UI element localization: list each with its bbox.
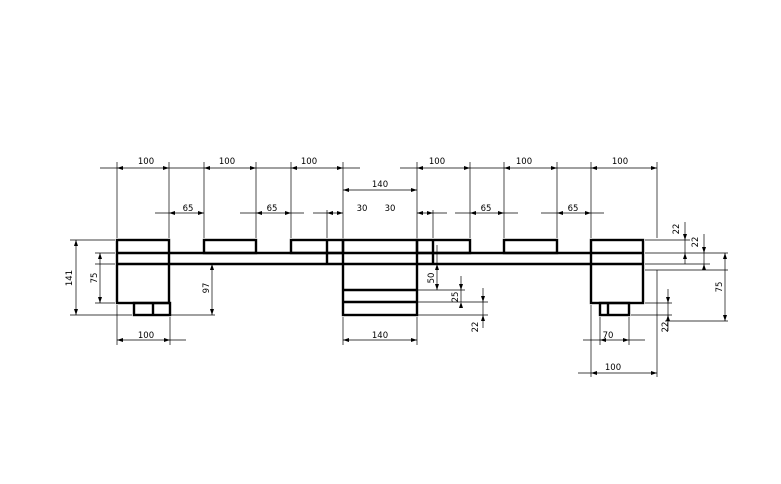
dimension-lines <box>75 167 726 374</box>
dim-right-22-second: 22 <box>691 237 701 248</box>
dim-bottom-140-center: 140 <box>372 331 388 341</box>
dim-right-22-bottom: 22 <box>661 322 671 333</box>
dim-bottom-100-left: 100 <box>138 331 154 341</box>
dim-bottom-100-right: 100 <box>605 363 621 373</box>
cleat-3 <box>289 238 345 255</box>
dim-inner-22-mid: 22 <box>471 322 481 333</box>
dim-gap-65-2: 65 <box>267 204 278 214</box>
dim-bottom-70-right: 70 <box>603 331 614 341</box>
dim-inner-97: 97 <box>202 283 212 294</box>
dim-top-100-1: 100 <box>138 157 154 167</box>
dim-left-141: 141 <box>65 270 75 286</box>
dim-gap-65-1: 65 <box>183 204 194 214</box>
dimension-labels: 100 100 100 100 100 100 140 65 65 30 30 … <box>65 157 725 373</box>
left-block <box>115 238 171 305</box>
dim-top-100-3: 100 <box>301 157 317 167</box>
cleat-4 <box>415 238 472 255</box>
dim-gap-65-4: 65 <box>568 204 579 214</box>
right-block <box>589 238 645 305</box>
dim-top-100-2: 100 <box>219 157 235 167</box>
dim-center-140: 140 <box>372 180 388 190</box>
object-lines <box>115 238 645 317</box>
dim-left-75: 75 <box>90 273 100 284</box>
dim-top-100-5: 100 <box>516 157 532 167</box>
dim-gap-30-2: 30 <box>385 204 396 214</box>
dim-inner-25: 25 <box>451 292 461 303</box>
cleat-2 <box>202 238 258 255</box>
dim-gap-65-3: 65 <box>481 204 492 214</box>
dim-top-100-6: 100 <box>612 157 628 167</box>
dim-top-100-4: 100 <box>429 157 445 167</box>
dim-right-22-top: 22 <box>672 224 682 235</box>
cleat-5 <box>502 238 559 255</box>
dim-gap-30-1: 30 <box>357 204 368 214</box>
dim-inner-50: 50 <box>427 273 437 284</box>
center-block <box>341 238 419 317</box>
dim-right-75: 75 <box>715 282 725 293</box>
right-foot <box>598 301 631 317</box>
extension-lines <box>70 162 728 377</box>
